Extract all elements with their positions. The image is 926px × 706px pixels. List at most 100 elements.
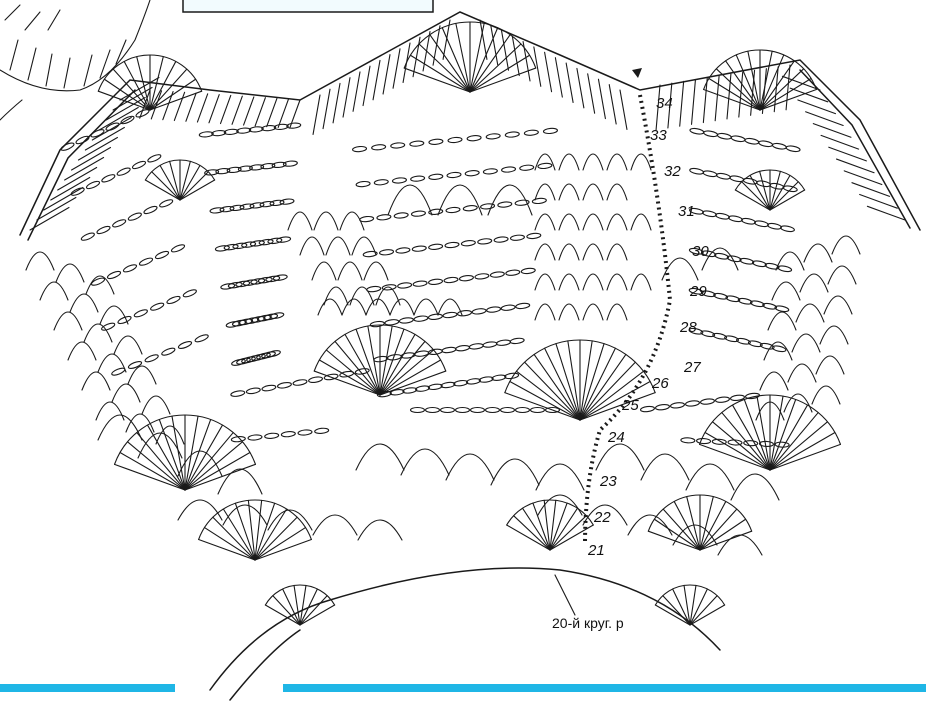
chain-arch [300,237,324,255]
tall-stitch [844,171,882,185]
chain-arch [535,184,555,200]
chain-arch [82,372,110,390]
chain-stitch [471,408,485,413]
chain-stitch [728,215,743,223]
round-label-21: 21 [587,542,605,559]
chain-stitch [486,408,500,413]
accent-bar-right [283,684,926,692]
chain-stitch [444,277,458,284]
chain-stitch [194,333,209,343]
chain-arches [26,154,860,555]
tall-stitch [232,96,242,124]
chain-arch [326,237,350,255]
chain-stitch [396,247,410,254]
chain-stitch [494,236,508,243]
chain-stitch [235,280,250,287]
chain-stitch [248,434,262,440]
chain-arch [583,214,603,230]
chain-arch [390,299,414,315]
chain-arch [631,154,651,170]
chain-stitch [754,220,769,228]
chain-stitch [259,239,274,246]
chain-stitch [670,402,685,409]
chain-arch [583,154,603,170]
chain-stitch [128,360,143,370]
chain-arch [731,474,779,500]
chain-stitch [486,306,501,313]
chain-arch [98,354,126,372]
round-label-25: 25 [621,397,639,414]
chain-stitch [132,160,147,170]
tall-stitch [65,158,104,181]
chain-stitch [262,125,276,131]
chain-arch [358,520,402,540]
chain-stitch [496,339,511,346]
chain-stitch [374,179,388,185]
chain-stitch [308,376,323,383]
chain-arch [559,244,579,260]
fan-shell [700,395,841,470]
chain-stitch [428,383,443,390]
chain-stitch [750,300,765,308]
chain-arch [535,304,555,320]
chain-arch [156,426,184,444]
tall-stitch [343,78,350,117]
tall-stitch [353,72,360,111]
chain-stitch [477,238,491,245]
chain-stitch [738,297,753,305]
chain-arch [607,274,627,290]
chain-arch [816,356,844,374]
chain-arch [559,154,579,170]
chain-stitch [359,216,373,222]
chain-stitch [515,303,530,310]
chain-stitch [263,313,278,321]
chain-stitch [274,124,288,130]
chain-stitch [780,225,795,233]
chain-stitch [486,133,500,139]
chain-arch [800,274,828,292]
tall-stitch [323,89,330,128]
chain-stitch [410,140,424,146]
chain-arch [98,415,142,440]
round-label-26: 26 [651,375,669,392]
chain-stitch [410,175,424,181]
chain-stitch [463,205,477,211]
chain-arch [559,214,579,230]
chain-stitch [268,237,283,244]
tall-stitch [72,148,111,171]
chain-stitch [465,170,479,176]
chain-arch [631,214,651,230]
chain-stitch [775,305,790,313]
chain-stitch [745,138,760,145]
chain-stitch [490,271,504,278]
chain-stitch [772,143,787,150]
chain-stitch [510,234,524,241]
chain-stitch [448,137,462,143]
chain-stitch [182,288,197,298]
chain-arch [583,184,603,200]
tall-stitch [837,159,875,173]
chain-arch [559,274,579,290]
chain-stitch [250,278,265,285]
chain-stitch [531,408,545,413]
chain-arch [112,384,140,402]
chain-stitch [527,233,541,240]
chain-arch [314,212,338,230]
chain-stitch [276,236,291,243]
tall-stitch [692,80,696,125]
chain-stitch [111,367,126,377]
chain-stitch [352,146,366,152]
chain-stitch [762,302,777,310]
chain-arch [414,299,438,315]
chain-stitch [428,244,442,251]
chain-rows [60,108,800,447]
chain-stitch [411,210,425,216]
round-label-29: 29 [689,283,707,300]
chain-arch [68,342,96,360]
chain-stitch [429,174,443,180]
chain-arch [340,212,364,230]
chain-stitch [413,280,427,287]
chain-stitch [215,245,230,252]
chain-stitch [251,316,266,324]
